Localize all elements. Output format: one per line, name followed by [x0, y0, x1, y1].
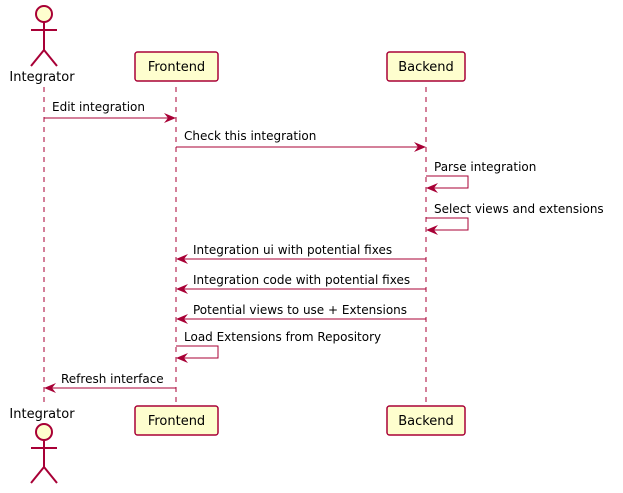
participant-label: Backend [398, 414, 454, 429]
message-integration-code: Integration code with potential fixes [176, 273, 426, 294]
arrowhead-icon [176, 353, 188, 363]
message-integration-ui: Integration ui with potential fixes [176, 243, 426, 264]
message-load-extensions: Load Extensions from Repository [176, 330, 381, 363]
participant-label: Integrator [9, 407, 75, 422]
participant-label: Frontend [148, 60, 205, 75]
participant-frontend-bottom: Frontend [134, 405, 219, 436]
message-label: Parse integration [434, 160, 536, 174]
message-potential-views: Potential views to use + Extensions [176, 303, 426, 324]
participant-integrator-bottom: Integrator [9, 407, 75, 484]
message-label: Integration code with potential fixes [193, 273, 410, 287]
message-label: Integration ui with potential fixes [193, 243, 392, 257]
message-select-views: Select views and extensions [426, 202, 604, 235]
message-label: Potential views to use + Extensions [193, 303, 407, 317]
message-refresh-interface: Refresh interface [44, 372, 176, 393]
arrowhead-icon [426, 183, 438, 193]
message-label: Select views and extensions [434, 202, 604, 216]
lifelines [43, 87, 427, 404]
arrowhead-icon [164, 113, 176, 123]
participant-label: Backend [398, 60, 454, 75]
message-label: Refresh interface [61, 372, 164, 386]
message-label: Edit integration [52, 100, 145, 114]
message-label: Load Extensions from Repository [184, 330, 381, 344]
participant-integrator-top: Integrator [9, 5, 75, 85]
message-parse-integration: Parse integration [426, 160, 536, 193]
participant-backend-top: Backend [386, 51, 466, 82]
message-edit-integration: Edit integration [44, 100, 176, 123]
participant-label: Frontend [148, 414, 205, 429]
actor-figure-icon [30, 423, 58, 484]
arrowhead-icon [44, 383, 56, 393]
message-label: Check this integration [184, 129, 316, 143]
arrowhead-icon [426, 225, 438, 235]
participant-frontend-top: Frontend [134, 51, 219, 82]
actor-figure-icon [30, 5, 58, 67]
message-check-integration: Check this integration [176, 129, 426, 152]
messages: Edit integration Check this integration … [44, 100, 604, 393]
participant-backend-bottom: Backend [386, 405, 466, 436]
participant-label: Integrator [9, 70, 75, 85]
arrowhead-icon [176, 254, 188, 264]
arrowhead-icon [414, 142, 426, 152]
arrowhead-icon [176, 284, 188, 294]
arrowhead-icon [176, 314, 188, 324]
